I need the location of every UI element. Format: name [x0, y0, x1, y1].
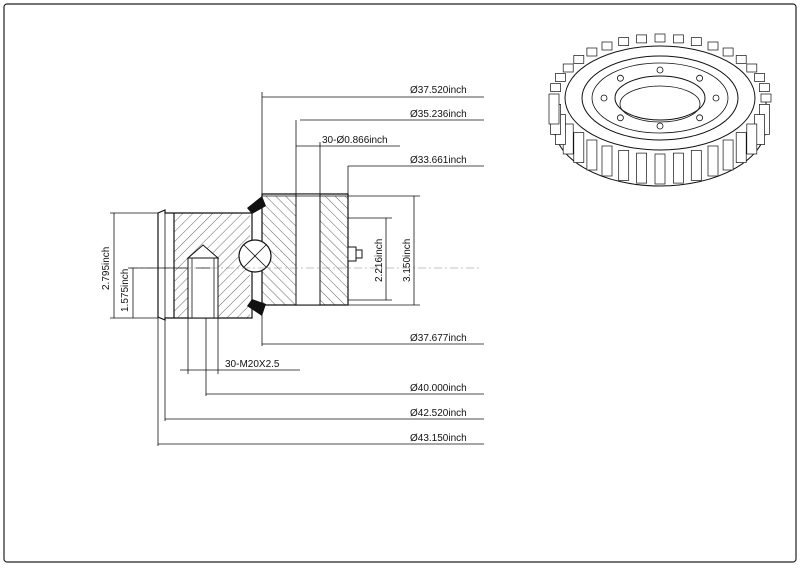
dim-label-od-40000: Ø40.000inch	[410, 383, 467, 394]
gear-tooth	[618, 37, 630, 46]
gear-tooth	[746, 63, 758, 73]
bolt-hole	[696, 74, 703, 82]
gear-tooth	[586, 47, 598, 57]
bolt-hole	[617, 74, 624, 82]
gear-tooth	[654, 153, 666, 185]
gear-tooth	[636, 152, 647, 184]
dim-label-od-35236: Ø35.236inch	[410, 109, 467, 120]
rolling-ball	[238, 239, 272, 273]
gear-tooth	[754, 73, 765, 82]
gear-tooth	[601, 41, 613, 51]
dim-label-od-37677: Ø37.677inch	[410, 333, 467, 344]
gear-tooth	[735, 132, 747, 163]
dim-label-od-43150: Ø43.150inch	[410, 433, 467, 444]
seals	[247, 196, 266, 316]
gear-tooth	[555, 73, 566, 82]
dimension-lines	[110, 92, 484, 446]
gear-tooth	[550, 83, 561, 92]
bolt-hole	[696, 114, 703, 122]
bolt-hole	[712, 94, 720, 102]
gear-tooth	[673, 34, 684, 44]
gear-tooth	[735, 55, 747, 64]
dim-label-h-2795: 2.795inch	[101, 247, 112, 290]
bolt-hole	[617, 114, 624, 122]
thread-hole	[186, 244, 220, 319]
gear-tooth	[759, 83, 770, 92]
gear-tooth	[601, 145, 613, 177]
dimension-labels: Ø37.520inch Ø35.236inch 30-Ø0.866inch Ø3…	[101, 85, 467, 444]
dim-label-holes: 30-Ø0.866inch	[322, 135, 388, 146]
gear-tooth	[636, 34, 647, 44]
dim-label-od-37520: Ø37.520inch	[410, 85, 467, 96]
gear-tooth	[548, 93, 560, 125]
inner-ring-section	[261, 193, 363, 306]
grease-nipple	[347, 246, 363, 262]
gear-tooth	[760, 93, 772, 103]
gear-tooth	[586, 139, 598, 171]
dim-label-h-3150: 3.150inch	[402, 239, 413, 282]
bolt-hole	[656, 66, 664, 74]
bolt-hole	[656, 122, 664, 130]
gear-tooth	[573, 132, 585, 163]
gear-tooth	[707, 41, 719, 51]
gear-tooth	[562, 63, 574, 73]
gear-tooth	[654, 33, 666, 43]
bolt-hole	[600, 94, 608, 102]
gear-tooth	[690, 150, 702, 181]
gear-isometric-view	[548, 33, 772, 187]
dim-label-h-2216: 2.216inch	[374, 239, 385, 282]
gear-tooth	[673, 152, 684, 184]
gear-tooth	[722, 47, 734, 57]
dim-label-h-1575: 1.575inch	[120, 269, 131, 312]
section-view	[130, 193, 480, 321]
gear-tooth	[690, 37, 702, 46]
gear-tooth	[573, 55, 585, 64]
dim-label-od-42520: Ø42.520inch	[410, 408, 467, 419]
dim-label-od-33661: Ø33.661inch	[410, 155, 467, 166]
gear-tooth	[618, 150, 630, 181]
gear-tooth	[707, 145, 719, 177]
drawing-border	[3, 3, 797, 563]
gear-tooth	[746, 123, 758, 155]
dim-label-thread: 30-M20X2.5	[225, 359, 280, 370]
outer-ring-section	[157, 209, 253, 321]
gear-tooth	[722, 139, 734, 171]
